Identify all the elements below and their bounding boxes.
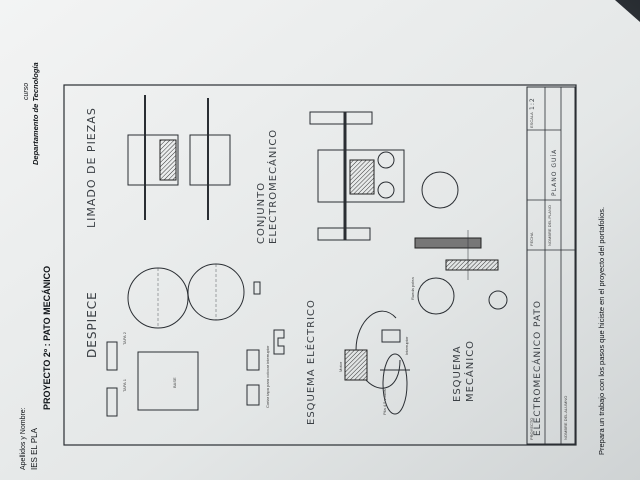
section-despiece: DESPIECE <box>85 291 99 358</box>
school-name: IES EL PLA <box>30 428 39 470</box>
label-tapa1: TAPA 1 <box>122 379 127 392</box>
limado-drawings <box>127 95 261 329</box>
tb-escala-label: ESCALA <box>529 112 534 128</box>
project-title: PROYECTO 2º : PATO MECÁNICO <box>42 265 52 410</box>
label-pila: Pila 4,5 voltios <box>382 389 387 415</box>
label-base: BASE <box>172 377 177 388</box>
electrico-drawing <box>344 310 410 415</box>
tb-escala-value: 1:2 <box>529 97 536 110</box>
tb-nombre-plano-label: NOMBRE DEL PLANO <box>547 205 552 246</box>
label-interruptor: Interruptor <box>404 336 409 355</box>
title-block <box>526 86 576 445</box>
label-rueda-polea: Rueda polea <box>410 277 415 300</box>
label-tapa2: TAPA 2 <box>122 332 127 345</box>
label-corte-tapa: Cortar tapa para colocar interruptor <box>265 345 270 408</box>
section-limado: LIMADO DE PIEZAS <box>85 107 98 228</box>
apellidos-label: Apellidos y Nombre: <box>20 407 27 470</box>
section-esquema-electrico: ESQUEMA ELÉCTRICO <box>306 299 317 425</box>
tb-alumno-label: NOMBRE DEL ALUMNO <box>563 395 568 440</box>
section-conjunto-2: ELECTROMECÁNICO <box>268 128 279 244</box>
label-motor: Motor <box>338 361 343 372</box>
instruction-text: Prepara un trabajo con los pasos que hic… <box>597 206 606 455</box>
conjunto-drawing <box>309 111 405 241</box>
mecanico-drawing <box>414 171 508 315</box>
tb-project-value: ELECTROMECÁNICO PATO <box>533 300 543 436</box>
department-name: Departamento de Tecnología <box>31 62 40 165</box>
tb-fecha-label: FECHA <box>529 232 534 246</box>
section-esquema-1: ESQUEMA <box>452 345 463 402</box>
section-esquema-2: MECÁNICO <box>465 339 476 402</box>
curso-label: curso <box>23 82 30 100</box>
tb-plano-value: PLANO GUÍA <box>551 148 558 196</box>
drawing-border <box>63 84 577 446</box>
section-conjunto-1: CONJUNTO <box>256 181 267 244</box>
despiece-parts <box>106 329 285 417</box>
